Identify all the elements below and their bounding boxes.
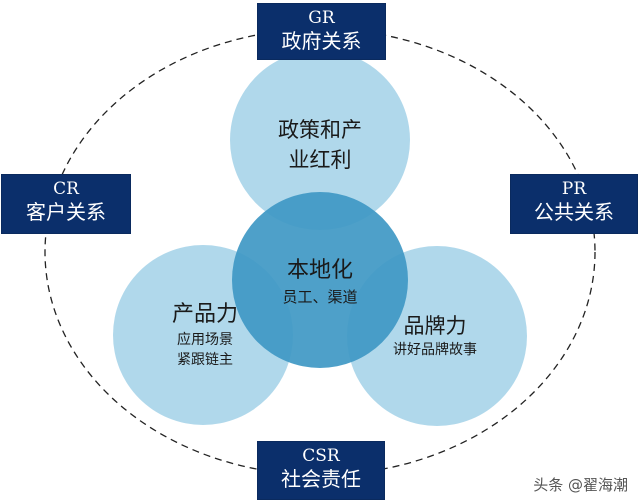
pr-abbrev: PR [561,179,587,199]
csr-label: 社会责任 [281,467,361,491]
watermark: 头条 @翟海潮 [533,476,628,494]
pr-box: PR 公共关系 [510,174,638,234]
csr-abbrev: CSR [302,446,340,466]
brand-title: 品牌力 [403,314,467,338]
policy-line1: 政策和产 [278,118,362,142]
localization-label: 本地化 员工、渠道 [245,256,395,308]
brand-label: 品牌力 讲好品牌故事 [360,312,510,360]
localization-title: 本地化 [286,258,353,283]
pr-label: 公共关系 [534,200,614,224]
policy-label: 政策和产 业红利 [245,115,395,175]
cr-abbrev: CR [53,179,79,199]
circle-policy [230,50,410,230]
gr-box: GR 政府关系 [257,3,386,60]
product-title: 产品力 [171,302,238,327]
product-label: 产品力 应用场景 紧跟链主 [130,300,280,370]
csr-box: CSR 社会责任 [257,441,385,500]
cr-label: 客户关系 [26,200,106,224]
circle-localization [232,192,408,368]
cr-box: CR 客户关系 [1,174,131,234]
brand-sub: 讲好品牌故事 [393,342,477,358]
product-sub1: 应用场景 [177,332,233,348]
policy-line2: 业红利 [288,148,352,172]
localization-sub: 员工、渠道 [282,288,358,306]
gr-abbrev: GR [308,8,335,28]
product-sub2: 紧跟链主 [177,352,233,368]
gr-label: 政府关系 [281,29,362,53]
